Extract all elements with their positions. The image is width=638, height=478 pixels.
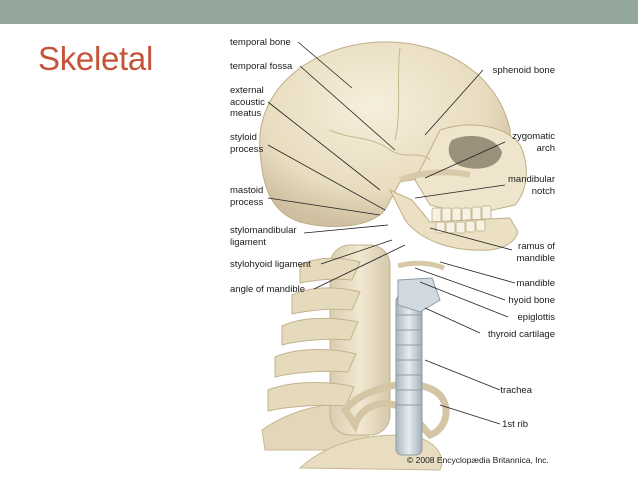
label-temporal-fossa: temporal fossa — [230, 61, 293, 72]
label-temporal-bone: temporal bone — [230, 37, 291, 48]
label-ramus-of-mandible: ramus of mandible — [516, 241, 555, 264]
mandible — [388, 188, 519, 251]
label-thyroid-cartilage: thyroid cartilage — [487, 329, 555, 340]
label-mastoid-process: mastoid process — [230, 185, 264, 208]
label-angle-of-mandible: angle of mandible — [230, 284, 305, 295]
label-zygomatic-arch: zygomatic arch — [512, 131, 555, 154]
label-mandibular-notch: mandibular notch — [508, 174, 555, 197]
label-stylomandibular-ligament: stylomandibular ligament — [230, 225, 297, 248]
copyright-credit: © 2008 Encyclopædia Britannica, Inc. — [407, 455, 549, 465]
label-stylohyoid-ligament: stylohyoid ligament — [230, 259, 311, 270]
cranial-suture — [329, 129, 431, 161]
thyroid-cartilage — [397, 277, 441, 313]
orbit — [448, 136, 502, 169]
hyoid-bone — [397, 260, 445, 271]
zygomatic-arch — [398, 169, 471, 183]
leader-lines — [267, 41, 516, 425]
trachea — [395, 294, 423, 456]
label-styloid-process: styloid process — [230, 132, 264, 155]
upper-teeth — [431, 205, 492, 224]
label-epiglottis: epiglottis — [517, 312, 556, 323]
label-mandible: mandible — [516, 278, 555, 289]
label-hyoid-bone: hyoid bone — [508, 295, 555, 306]
label-external-acoustic-meatus: external acoustic meatus — [230, 85, 265, 119]
top-accent-bar — [0, 0, 638, 24]
label-sphenoid-bone: sphenoid bone — [492, 65, 555, 76]
lower-teeth — [435, 219, 486, 234]
slide-title: Skeletal — [38, 40, 154, 77]
label-first-rib: 1st rib — [502, 419, 528, 430]
coronal-suture — [394, 47, 401, 141]
label-trachea: trachea — [500, 385, 532, 396]
